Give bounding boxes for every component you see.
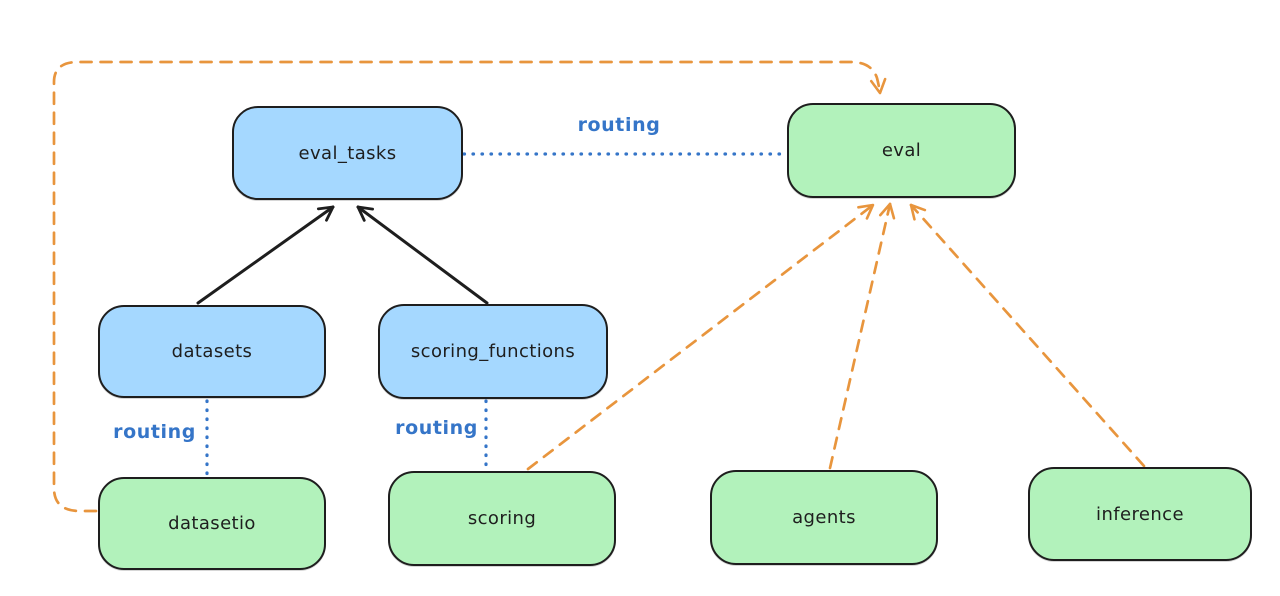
edge-agents-eval — [828, 202, 896, 470]
edge-datasets-eval-tasks — [196, 205, 335, 305]
node-eval-tasks: eval_tasks — [232, 106, 463, 200]
node-agents-label: agents — [792, 507, 856, 528]
node-scoring-functions-label: scoring_functions — [410, 341, 576, 362]
node-eval-label: eval — [881, 140, 922, 161]
node-scoring-label: scoring — [467, 508, 537, 529]
node-inference: inference — [1028, 467, 1252, 561]
edge-label-routing-scoring-functions-scoring: routing — [395, 417, 478, 439]
edge-datasetio-eval — [52, 60, 887, 513]
node-eval-tasks-label: eval_tasks — [298, 142, 397, 164]
node-datasets: datasets — [98, 305, 326, 398]
edge-label-routing-eval-tasks-eval: routing — [577, 114, 661, 136]
node-datasets-label: datasets — [171, 341, 253, 362]
edge-label-routing-datasets-datasetio: routing — [113, 421, 196, 443]
node-scoring: scoring — [388, 471, 616, 566]
node-agents: agents — [710, 470, 938, 565]
node-datasetio-label: datasetio — [168, 513, 256, 534]
node-datasetio: datasetio — [98, 477, 326, 570]
node-eval: eval — [787, 103, 1016, 198]
edge-scoring-functions-eval-tasks — [356, 205, 489, 305]
node-inference-label: inference — [1096, 503, 1184, 525]
edge-inference-eval — [909, 203, 1146, 468]
node-scoring-functions: scoring_functions — [378, 304, 608, 399]
